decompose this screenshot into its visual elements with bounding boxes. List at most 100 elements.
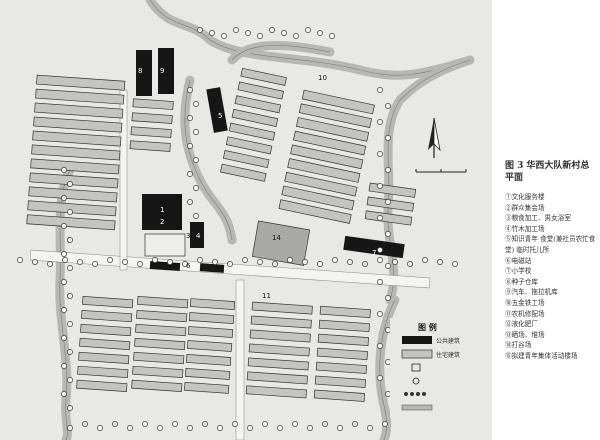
legend-title: 图 例 bbox=[418, 322, 437, 332]
tree-icon bbox=[367, 425, 373, 431]
housing-row-group bbox=[245, 301, 313, 399]
tree-icon bbox=[269, 27, 275, 33]
tree-icon bbox=[137, 261, 143, 267]
housing-row bbox=[29, 172, 119, 189]
housing-row bbox=[317, 333, 369, 346]
housing-row-group bbox=[76, 295, 134, 392]
housing-row-group bbox=[26, 74, 126, 231]
central-road bbox=[235, 279, 245, 440]
tree-icon bbox=[217, 425, 223, 431]
tree-icon bbox=[281, 30, 287, 36]
tree-icon bbox=[302, 259, 308, 265]
tree-icon bbox=[377, 343, 383, 349]
building-list-item: ③粮食加工、男女浴室 bbox=[505, 214, 571, 223]
housing-row bbox=[30, 158, 120, 175]
housing-row-group bbox=[313, 305, 371, 402]
tree-icon bbox=[212, 259, 218, 265]
tree-icon bbox=[287, 257, 293, 263]
housing-row bbox=[318, 319, 370, 333]
building-label-14: 14 bbox=[272, 234, 281, 242]
housing-row bbox=[188, 312, 235, 324]
housing-row bbox=[251, 301, 313, 315]
housing-row bbox=[301, 89, 375, 115]
housing-row bbox=[28, 186, 118, 203]
public-building bbox=[149, 260, 181, 272]
tree-icon bbox=[385, 295, 391, 301]
tree-icon bbox=[61, 307, 67, 313]
tree-icon bbox=[152, 257, 158, 263]
tree-icon bbox=[122, 259, 128, 265]
housing-row bbox=[315, 361, 367, 374]
river-edge bbox=[379, 299, 396, 440]
tree-icon bbox=[67, 405, 73, 411]
figure-number: 图 3 bbox=[505, 161, 524, 171]
public-building bbox=[136, 50, 152, 96]
building-label-6: 6 bbox=[186, 262, 191, 270]
housing-row bbox=[314, 375, 367, 388]
housing-row bbox=[31, 144, 121, 161]
housing-row-group bbox=[129, 98, 174, 152]
legend-swatch-housing: 住宅建筑 bbox=[401, 349, 460, 359]
river-edge bbox=[149, 0, 471, 76]
tree-icon bbox=[61, 391, 67, 397]
tree-icon bbox=[142, 421, 148, 427]
tree-icon bbox=[293, 33, 299, 39]
tree-icon bbox=[247, 425, 253, 431]
tree-icon bbox=[305, 27, 311, 33]
housing-row bbox=[222, 150, 270, 169]
housing-row bbox=[133, 351, 185, 365]
housing-row bbox=[32, 130, 122, 147]
housing-row bbox=[293, 130, 367, 156]
housing-row bbox=[134, 337, 186, 351]
tree-icon bbox=[193, 213, 199, 219]
tree-icon bbox=[385, 263, 391, 269]
river-edge bbox=[231, 45, 331, 61]
tree-icon bbox=[233, 27, 239, 33]
housing-row bbox=[186, 354, 232, 366]
tree-icon bbox=[385, 167, 391, 173]
tree-icon bbox=[257, 259, 263, 265]
housing-row bbox=[131, 379, 183, 392]
tree-icon bbox=[193, 185, 199, 191]
river-channel bbox=[145, 0, 475, 80]
housing-row bbox=[220, 163, 267, 182]
building-list-item: ②群众集会场 bbox=[505, 203, 545, 212]
public-building bbox=[190, 222, 204, 248]
tree-icon bbox=[197, 27, 203, 33]
housing-row bbox=[34, 102, 124, 119]
building-label-3: 3 bbox=[186, 232, 190, 240]
legend-swatch-misc bbox=[401, 363, 433, 411]
tree-icon bbox=[61, 195, 67, 201]
building-list-item: ⑩五金铁工场 bbox=[505, 298, 545, 307]
assembly-square bbox=[144, 233, 186, 257]
tree-icon bbox=[61, 279, 67, 285]
tree-icon bbox=[67, 237, 73, 243]
tree-icon bbox=[377, 279, 383, 285]
housing-row bbox=[78, 351, 130, 365]
tree-layer bbox=[17, 27, 458, 431]
tree-icon bbox=[193, 101, 199, 107]
housing-blocks bbox=[26, 67, 417, 402]
tree-icon bbox=[61, 223, 67, 229]
tree-icon bbox=[407, 261, 413, 267]
tree-icon bbox=[422, 257, 428, 263]
housing-row bbox=[186, 340, 233, 352]
housing-row bbox=[295, 117, 370, 142]
tree-icon bbox=[377, 375, 383, 381]
legend-label-public: 公共建筑 bbox=[436, 337, 460, 345]
tree-icon bbox=[352, 421, 358, 427]
housing-row bbox=[281, 185, 355, 211]
tree-icon bbox=[257, 33, 263, 39]
housing-row bbox=[225, 136, 273, 155]
threshing-ground bbox=[251, 220, 311, 266]
building-list-item: ④竹木加工场 bbox=[505, 224, 545, 233]
tree-icon bbox=[167, 259, 173, 265]
housing-row bbox=[189, 298, 236, 310]
tree-icon bbox=[67, 377, 73, 383]
tree-icon bbox=[67, 181, 73, 187]
legend: 图 例 公共建筑 住宅建筑 bbox=[390, 318, 486, 418]
housing-row bbox=[80, 323, 132, 337]
housing-row bbox=[234, 95, 282, 114]
building-label-1: 1 bbox=[160, 206, 164, 214]
